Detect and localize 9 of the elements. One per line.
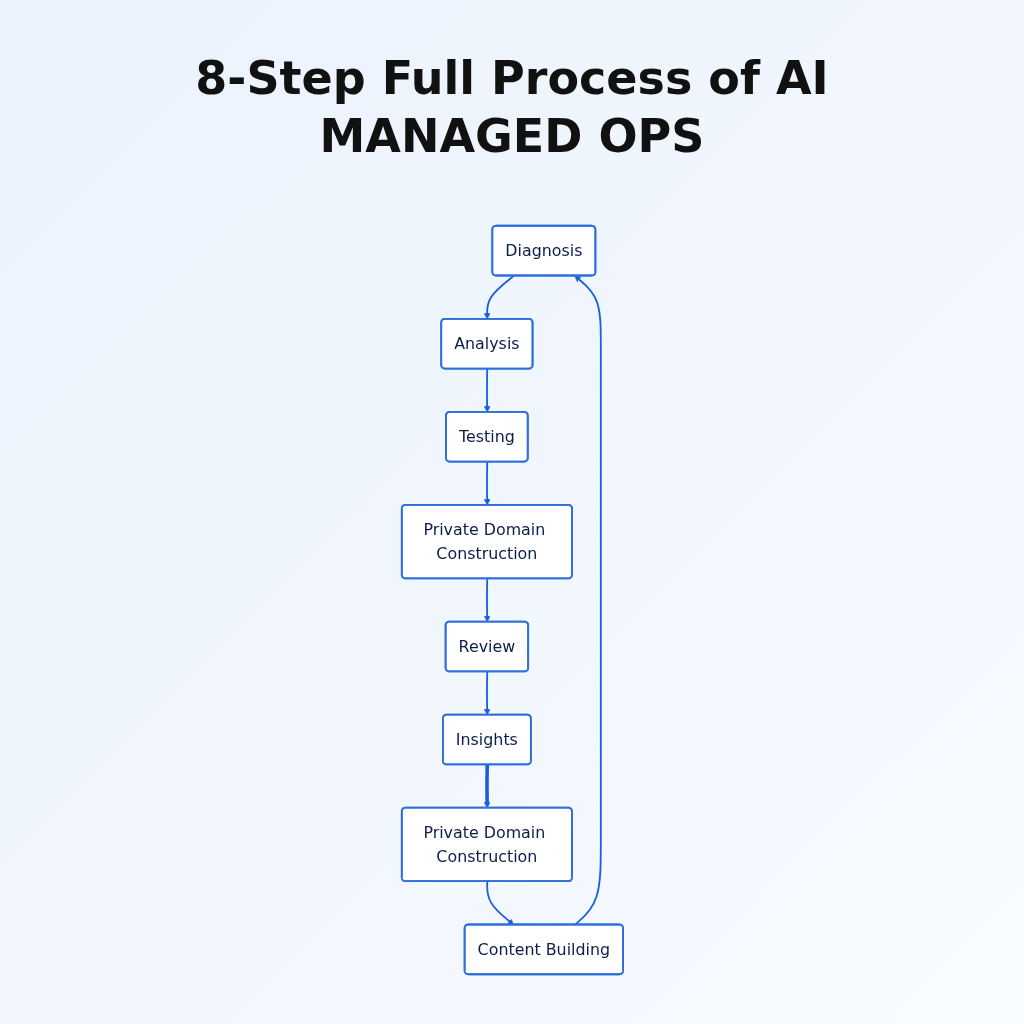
arrow [483, 275, 515, 320]
arrow [485, 880, 514, 926]
arrow [483, 764, 490, 809]
arrow [573, 275, 602, 926]
arrow [483, 577, 490, 623]
arrow [483, 368, 490, 413]
diagram-title: 8-Step Full Process of AI MANAGED OPS [194, 50, 830, 165]
arrow [483, 670, 490, 716]
arrow [483, 461, 490, 506]
